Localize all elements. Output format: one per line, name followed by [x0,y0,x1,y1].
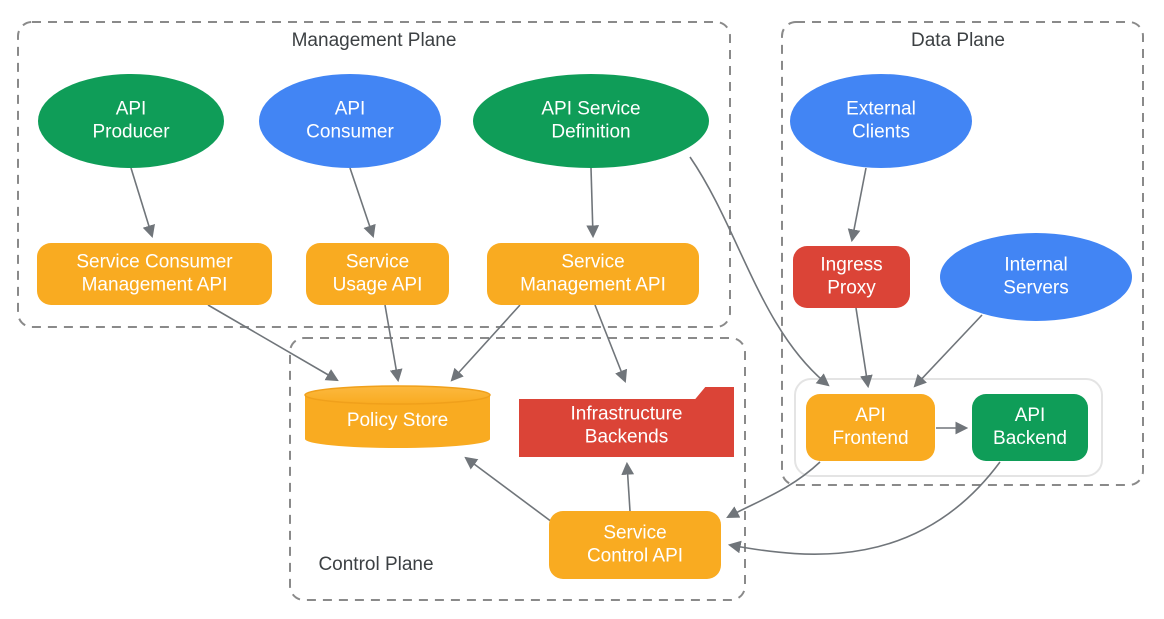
node-service-consumer-management-api[interactable] [37,243,272,305]
node-ingress-proxy[interactable] [793,246,910,308]
edge-consumer-mgmt-to-policy-store [207,304,339,382]
node-shape-roundrect-ingress-proxy [793,246,910,308]
node-shape-folder-infrastructure-backends [519,387,734,457]
node-service-control-api[interactable] [549,511,721,579]
node-shape-ellipse-api-consumer [259,74,441,168]
node-shape-roundrect-service-usage-api [306,243,449,305]
node-label-policy-store: Policy Store [347,410,448,431]
edges [130,156,1001,555]
edge-api-frontend-to-control-api [726,461,821,519]
node-api-service-definition[interactable] [473,74,709,168]
edge-definition-to-api-frontend [689,156,830,387]
plane-groups [17,21,1144,601]
edge-definition-to-service-mgmt [586,167,600,239]
node-external-clients[interactable] [790,74,972,168]
node-shape-ellipse-api-producer [38,74,224,168]
node-infrastructure-backends[interactable] [519,387,734,457]
node-shape-cylinder-body-policy-store [305,395,490,448]
node-shape-cylinder-top-policy-store [304,385,491,405]
node-service-usage-api[interactable] [306,243,449,305]
node-shape-roundrect-service-management-api [487,243,699,305]
node-api-backend[interactable] [972,394,1088,461]
edge-service-mgmt-to-infra-backends [594,304,628,383]
node-api-frontend[interactable] [806,394,935,461]
plane-label-control-plane: Control Plane [318,554,433,575]
node-service-management-api[interactable] [487,243,699,305]
plane-box-data-plane [781,21,1144,486]
node-shape-roundrect-api-backend [972,394,1088,461]
edge-producer-to-consumer-mgmt [130,167,155,239]
edge-service-mgmt-to-policy-store [450,304,521,382]
edge-api-backend-to-control-api [727,461,1001,555]
node-shape-ellipse-api-service-definition [473,74,709,168]
node-policy-store[interactable] [304,385,491,448]
edge-usage-to-policy-store [384,304,403,383]
edge-external-clients-to-ingress [847,167,867,243]
edge-ingress-to-api-frontend [855,307,873,389]
edge-control-api-to-infra-backends [621,461,635,512]
node-api-producer[interactable] [38,74,224,168]
node-shape-roundrect-service-control-api [549,511,721,579]
plane-box-management-plane [17,21,731,328]
node-shape-ellipse-internal-servers [940,233,1132,321]
node-shape-roundrect-api-frontend [806,394,935,461]
node-internal-servers[interactable] [940,233,1132,321]
plane-box-control-plane [289,337,746,601]
edge-internal-servers-to-api-frontend [913,314,983,388]
edge-control-api-to-policy-store [464,456,557,526]
node-shape-ellipse-external-clients [790,74,972,168]
edge-consumer-to-usage [349,167,376,239]
plane-label-data-plane: Data Plane [911,30,1005,51]
node-shape-roundrect-service-consumer-management-api [37,243,272,305]
node-api-consumer[interactable] [259,74,441,168]
plane-label-management-plane: Management Plane [292,30,457,51]
